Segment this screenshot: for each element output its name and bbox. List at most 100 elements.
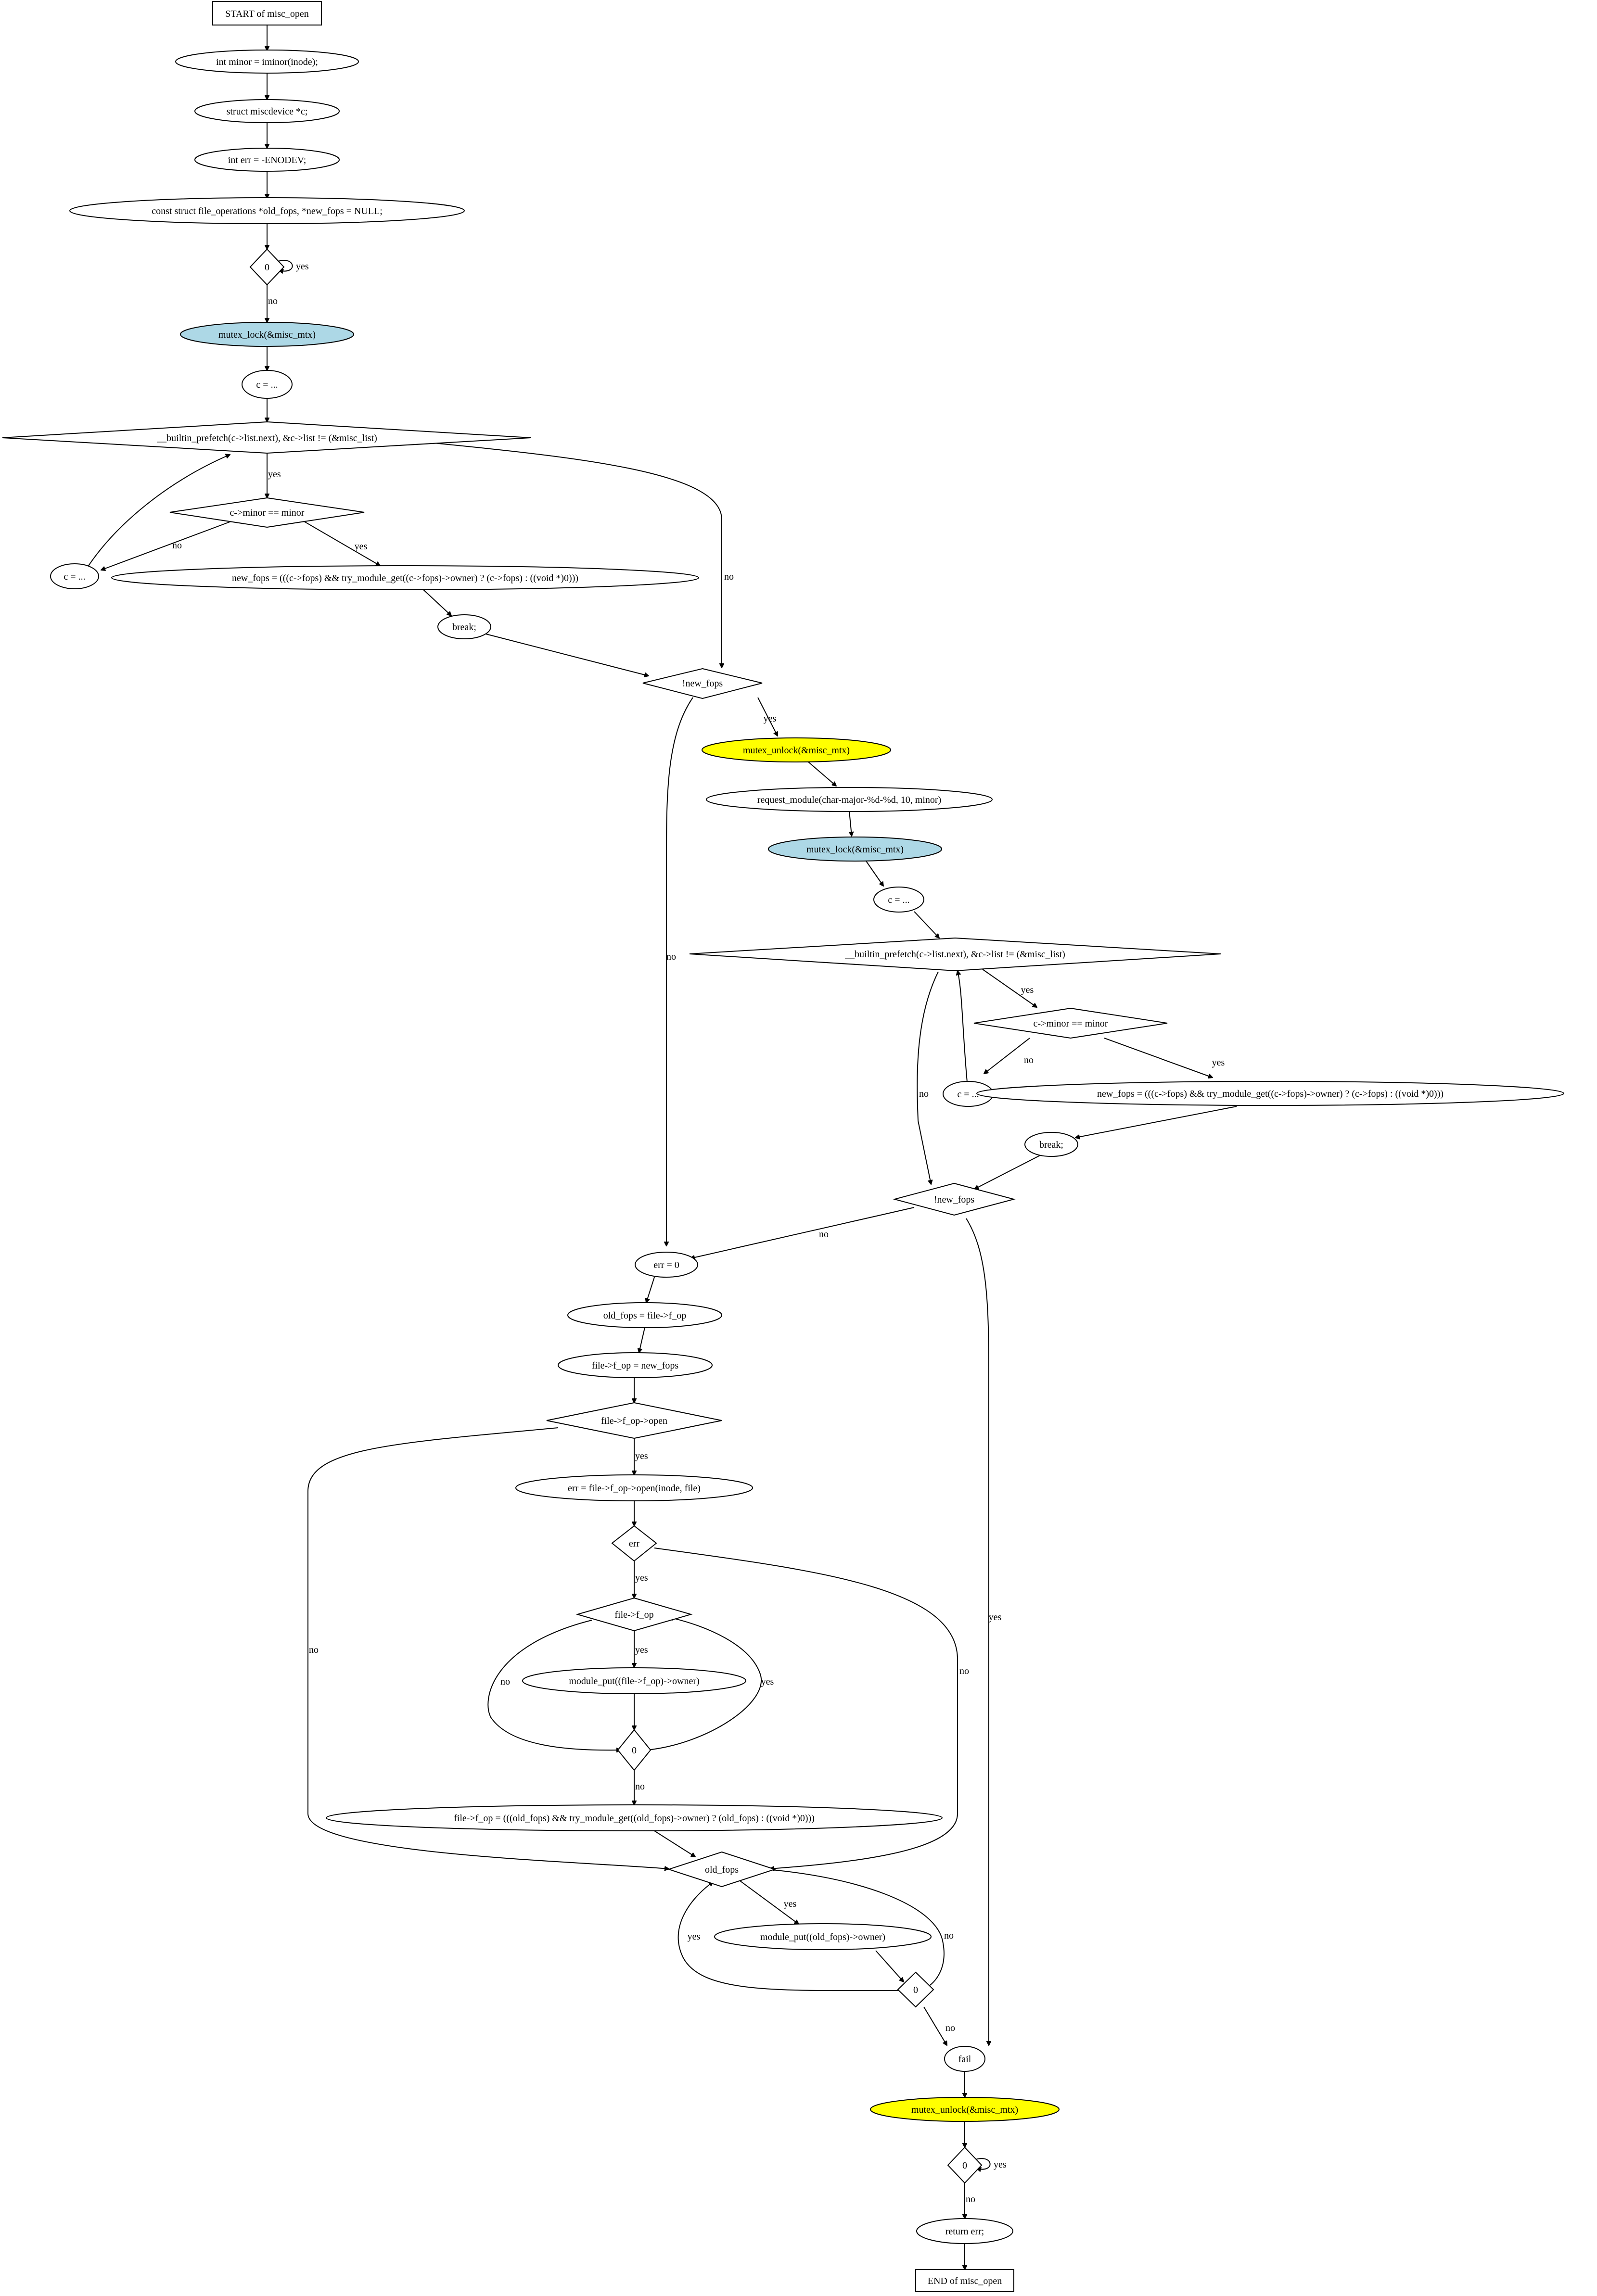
new-fops-assign-1-node	[111, 565, 699, 590]
label-file-f-op-yes: yes	[635, 1645, 648, 1655]
edge-prefetch-1-to-not-new-fops-1	[404, 440, 722, 668]
edge-minor-cmp-1-to-assign-1	[304, 521, 380, 566]
not-new-fops-1-node	[642, 668, 763, 699]
minor-decl-node	[175, 50, 359, 74]
label-minor-cmp-1-no: no	[172, 540, 182, 551]
break-1-node	[437, 614, 491, 639]
label-not-new-fops-1-no: no	[666, 951, 676, 962]
unlock-1-node	[702, 737, 891, 762]
err-check-label: err	[629, 1538, 640, 1549]
request-module-label: request_module(char-major-%d-%d, 10, min…	[757, 795, 941, 805]
f-op-open-label: file->f_op->open	[601, 1416, 667, 1426]
label-minor-cmp-2-yes: yes	[1212, 1057, 1225, 1068]
return-err-node	[916, 2218, 1013, 2244]
unlock-2-label: mutex_unlock(&misc_mtx)	[911, 2105, 1018, 2115]
zero-2-node	[617, 1729, 652, 1771]
edge-zero-4-self-yes	[974, 2158, 991, 2169]
edge-prefetch-2-to-not-new-fops-2	[917, 971, 939, 1184]
fops-decl-label: const struct file_operations *old_fops, …	[152, 206, 383, 216]
lock-2-label: mutex_lock(&misc_mtx)	[806, 844, 904, 855]
f-op-assign-label: file->f_op = new_fops	[592, 1360, 679, 1371]
label-f-op-open-no: no	[309, 1645, 319, 1655]
label-not-new-fops-1-yes: yes	[764, 713, 777, 724]
end-label: END of misc_open	[928, 2276, 1002, 2286]
break-2-label: break;	[1039, 1140, 1063, 1150]
f-op-assign-node	[558, 1352, 713, 1378]
new-fops-assign-2-label: new_fops = (((c->fops) && try_module_get…	[1097, 1089, 1444, 1099]
prefetch-2-label: __builtin_prefetch(c->list.next), &c->li…	[844, 949, 1065, 960]
c-next-1-node	[50, 563, 99, 589]
start-label: START of misc_open	[225, 9, 309, 19]
label-not-new-fops-2-no: no	[819, 1229, 829, 1240]
edge-zero-3-to-old-fops-check-yes	[677, 1882, 900, 1992]
not-new-fops-2-label: !new_fops	[934, 1194, 975, 1205]
fail-node	[944, 2046, 985, 2072]
edge-minor-cmp-2-to-assign-2	[1104, 1038, 1213, 1078]
edge-c-next-1-to-prefetch-1	[86, 455, 230, 569]
zero-3-label: 0	[913, 1985, 918, 1995]
lock-2-node	[768, 837, 942, 862]
fail-label: fail	[958, 2054, 971, 2065]
err-open-label: err = file->f_op->open(inode, file)	[568, 1483, 701, 1494]
label-zero-1-no: no	[268, 296, 278, 306]
module-put-f-op-label: module_put((file->f_op)->owner)	[569, 1676, 699, 1687]
module-put-f-op-node	[522, 1667, 746, 1694]
edge-not-new-fops-2-to-fail	[966, 1218, 989, 2045]
not-new-fops-1-label: !new_fops	[682, 678, 723, 689]
end-node	[915, 2269, 1014, 2292]
c-decl-label: struct miscdevice *c;	[227, 106, 308, 117]
new-fops-assign-2-node	[976, 1081, 1564, 1106]
edge-request-to-lock-2	[849, 811, 852, 836]
old-fops-assign-label: old_fops = file->f_op	[603, 1310, 687, 1321]
new-fops-assign-1-label: new_fops = (((c->fops) && try_module_get…	[232, 573, 578, 584]
c-next-1-label: c = ...	[64, 571, 85, 582]
label-not-new-fops-2-yes: yes	[989, 1612, 1002, 1623]
zero-1-node	[249, 248, 285, 286]
c-init-1-node	[242, 370, 293, 399]
break-2-node	[1024, 1132, 1078, 1157]
edge-not-new-fops-1-to-unlock-1	[757, 697, 778, 736]
label-prefetch-2-no: no	[919, 1089, 929, 1099]
label-zero-1-yes: yes	[296, 261, 309, 272]
prefetch-2-node	[689, 937, 1221, 972]
edge-module-put-old-to-zero-3	[875, 1950, 904, 1982]
old-fops-check-label: old_fops	[705, 1865, 739, 1875]
lock-1-label: mutex_lock(&misc_mtx)	[218, 330, 316, 340]
unlock-1-label: mutex_unlock(&misc_mtx)	[743, 745, 850, 756]
label-err-check-yes: yes	[635, 1573, 648, 1583]
edge-c-next-2-to-prefetch-2	[958, 971, 968, 1083]
edge-not-new-fops-1-to-err-zero	[666, 697, 693, 1246]
err-zero-label: err = 0	[653, 1260, 679, 1270]
label-err-check-no: no	[959, 1666, 969, 1676]
label-file-f-op-no: no	[500, 1676, 510, 1687]
label-prefetch-2-yes: yes	[1021, 985, 1034, 995]
err-check-node	[611, 1525, 657, 1562]
label-zero-4-yes: yes	[994, 2159, 1007, 2170]
c-decl-node	[194, 99, 340, 123]
err-decl-node	[194, 148, 340, 172]
minor-cmp-2-label: c->minor == minor	[1034, 1018, 1108, 1029]
f-op-restore-node	[326, 1804, 943, 1831]
start-node	[212, 1, 322, 25]
err-open-node	[515, 1474, 753, 1501]
request-module-node	[706, 787, 993, 812]
label-prefetch-1-no: no	[724, 571, 734, 582]
edge-labels: yes no yes no yes no yes no yes no yes n…	[172, 261, 1225, 2205]
edge-prefetch-2-to-minor-cmp-2	[982, 969, 1037, 1007]
old-fops-check-node	[667, 1851, 777, 1888]
zero-1-label: 0	[265, 262, 269, 273]
label-f-op-open-yes: yes	[635, 1451, 648, 1461]
edge-c-init-2-to-prefetch-2	[914, 911, 939, 938]
edge-err-zero-to-old-fops-assign	[646, 1277, 655, 1303]
err-decl-label: int err = -ENODEV;	[228, 155, 307, 165]
label-old-fops-check-no: no	[944, 1930, 954, 1941]
label-zero-2-yes: yes	[761, 1676, 774, 1687]
c-next-2-label: c = ...	[957, 1089, 979, 1100]
label-prefetch-1-yes: yes	[268, 469, 281, 480]
return-err-label: return err;	[945, 2226, 984, 2237]
label-old-fops-check-yes: yes	[784, 1899, 797, 1909]
zero-2-label: 0	[632, 1745, 637, 1756]
edges	[86, 25, 1237, 2270]
edge-not-new-fops-2-to-err-zero	[690, 1207, 915, 1258]
